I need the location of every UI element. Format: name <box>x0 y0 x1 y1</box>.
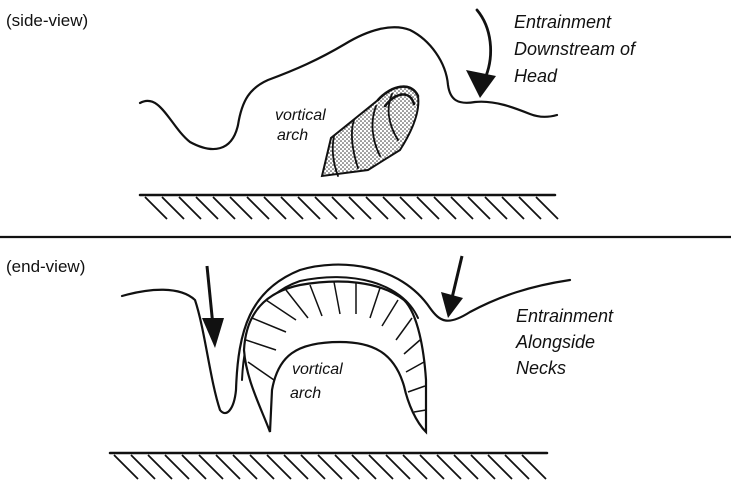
side-view-title: (side-view) <box>6 11 88 30</box>
ground-hatch-stroke <box>315 197 337 219</box>
ground-hatch-stroke <box>434 197 456 219</box>
side-view-arch-label-line1: vortical <box>275 107 326 124</box>
ground-hatch-stroke <box>366 197 388 219</box>
ground-hatch-stroke <box>264 197 286 219</box>
end-view-right-arrow <box>441 256 463 318</box>
end-view-panel: (end-view) vortical arch Entrainment Alo… <box>6 256 614 479</box>
ground-hatch-stroke <box>519 197 541 219</box>
end-view-title: (end-view) <box>6 257 85 276</box>
ground-hatch-stroke <box>298 197 320 219</box>
ground-hatch-stroke <box>247 197 269 219</box>
ground-hatch-stroke <box>468 197 490 219</box>
ground-hatch-stroke <box>502 197 524 219</box>
end-view-arch-label-line2: arch <box>290 385 321 402</box>
ground-hatch-stroke <box>281 197 303 219</box>
ground-hatch-stroke <box>400 197 422 219</box>
ground-hatch-stroke <box>485 197 507 219</box>
side-view-annotation-line2: Downstream of <box>514 39 637 59</box>
side-view-ground <box>140 195 558 219</box>
ground-hatch-stroke <box>179 197 201 219</box>
side-view-arch-label-line2: arch <box>277 127 308 144</box>
end-view-annotation-line3: Necks <box>516 358 566 378</box>
ground-hatch-stroke <box>213 197 235 219</box>
end-view-left-arrow <box>202 266 224 348</box>
ground-hatch-stroke <box>451 197 473 219</box>
end-view-ground <box>110 453 547 479</box>
side-view-vortical-arch <box>322 86 418 176</box>
end-view-vortical-arch <box>244 282 426 432</box>
side-view-annotation-line1: Entrainment <box>514 12 612 32</box>
end-view-annotation-line2: Alongside <box>515 332 595 352</box>
side-view-annotation-line3: Head <box>514 66 558 86</box>
side-view-entrainment-arrow <box>466 10 496 98</box>
side-view-panel: (side-view) vortical arch Entrainment Do… <box>6 10 637 219</box>
ground-hatch-stroke <box>383 197 405 219</box>
ground-hatch-stroke <box>230 197 252 219</box>
end-view-arch-label-line1: vortical <box>292 361 343 378</box>
ground-hatch-stroke <box>332 197 354 219</box>
ground-hatch-stroke <box>162 197 184 219</box>
ground-hatch-stroke <box>349 197 371 219</box>
ground-hatch-stroke <box>417 197 439 219</box>
ground-hatch-stroke <box>536 197 558 219</box>
ground-hatch-stroke <box>196 197 218 219</box>
ground-hatch-stroke <box>145 197 167 219</box>
end-view-annotation-line1: Entrainment <box>516 306 614 326</box>
